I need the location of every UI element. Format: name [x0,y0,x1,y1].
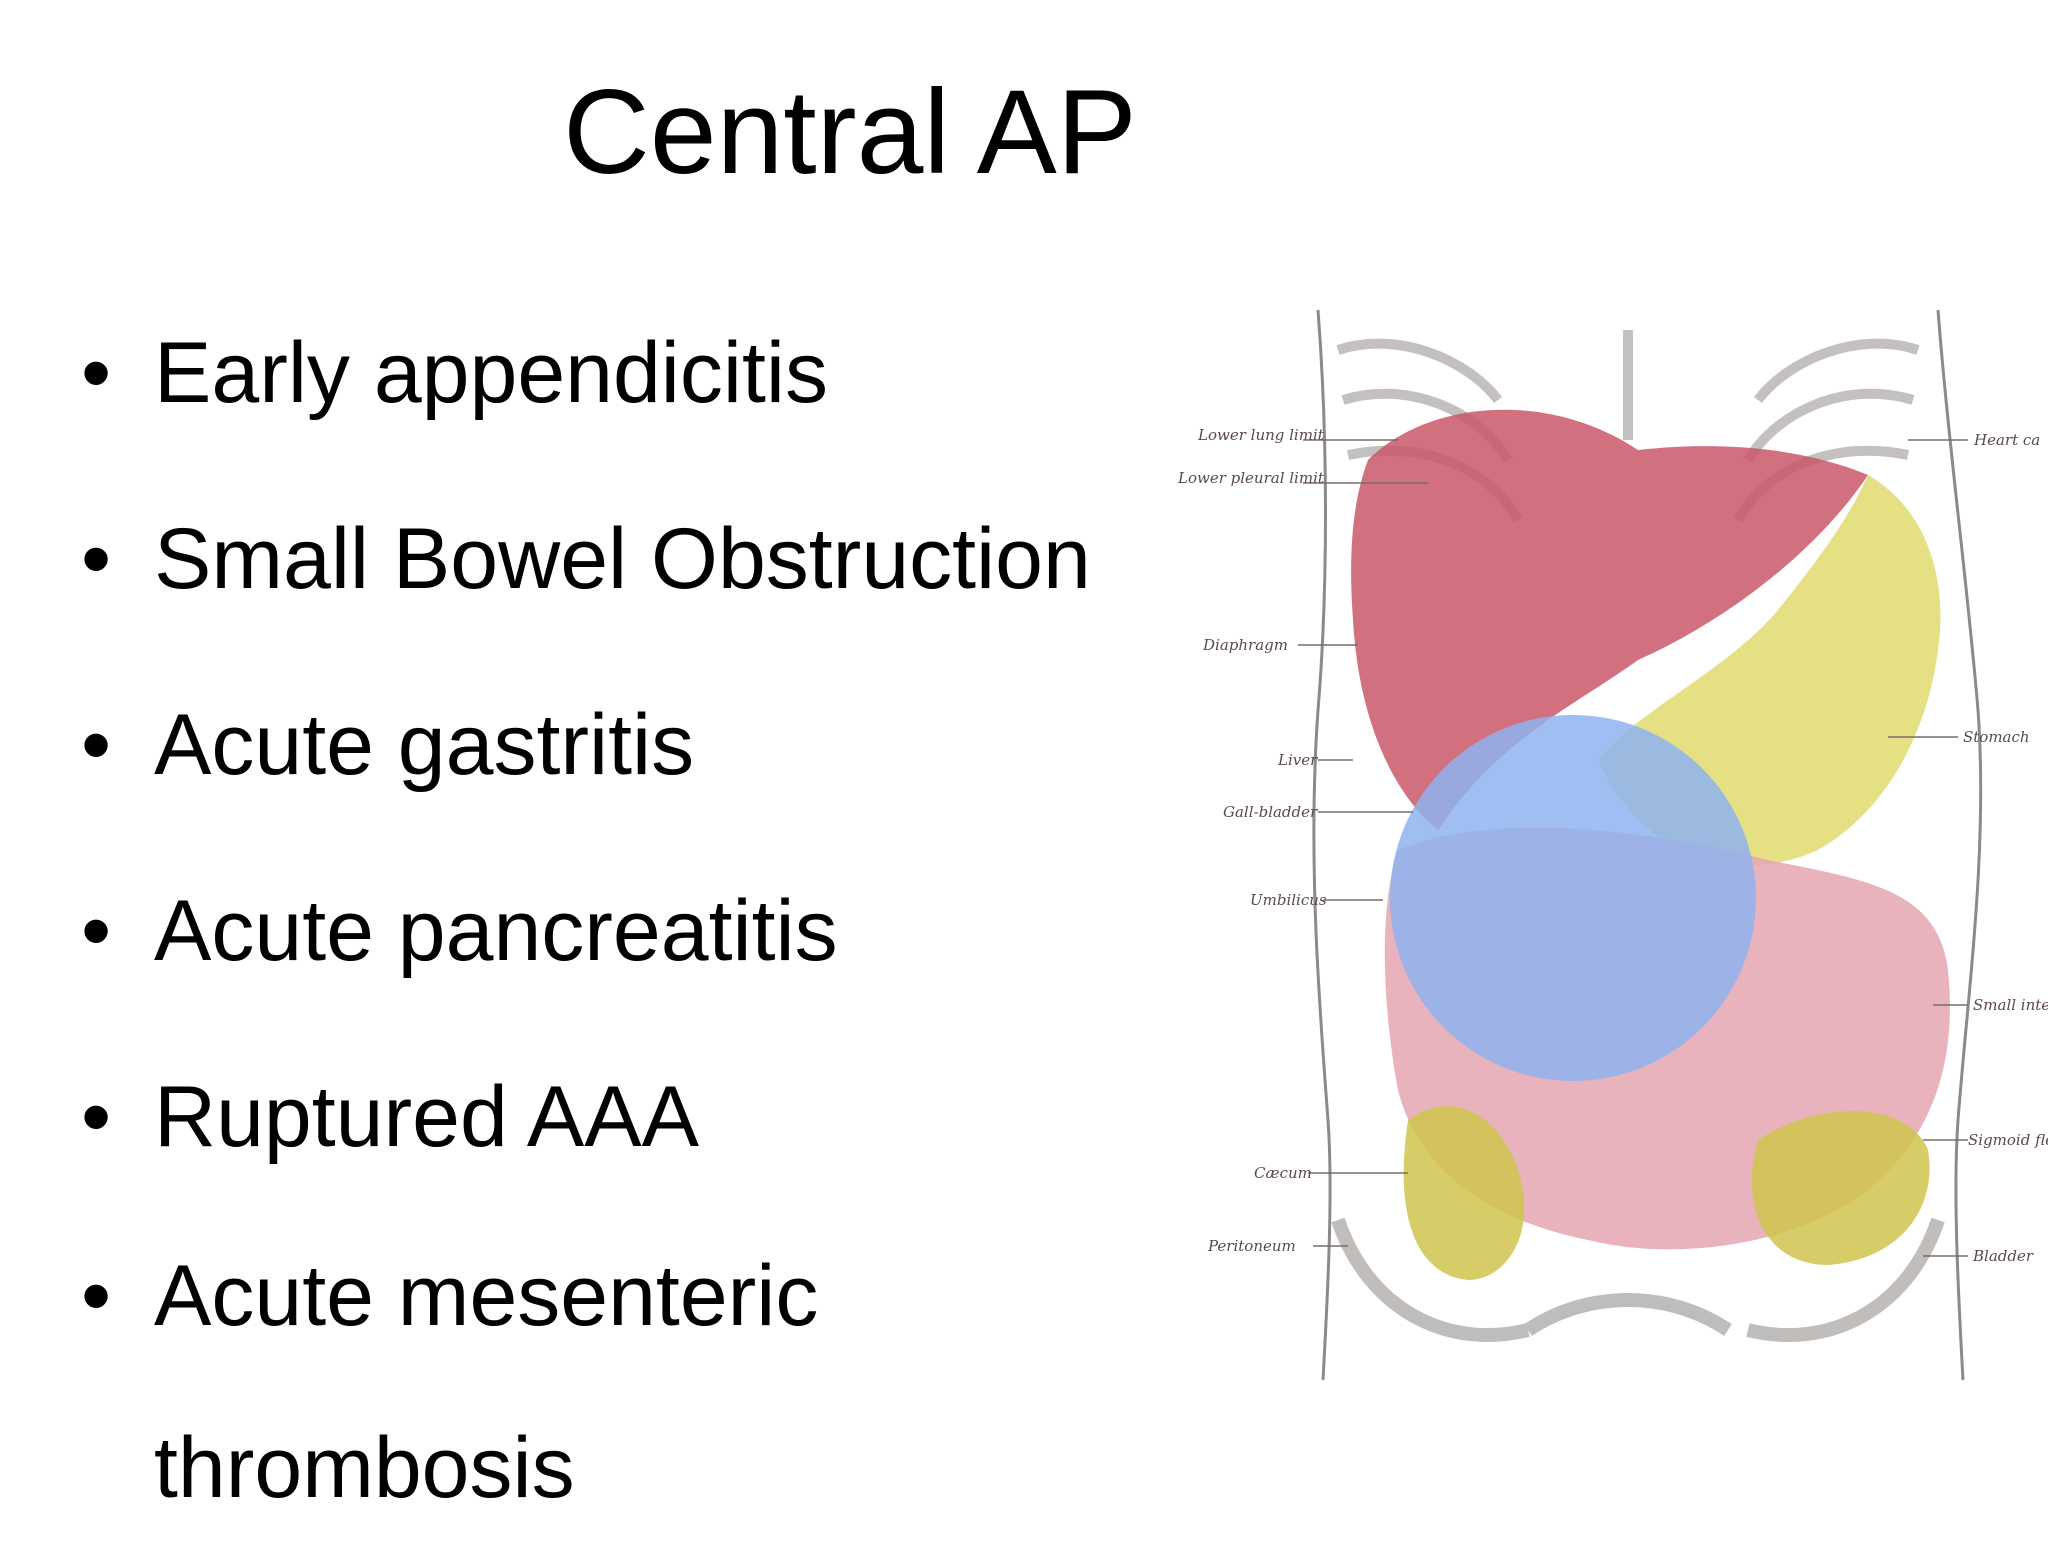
label-bladder: Bladder [1972,1247,2034,1265]
bullet-text: Ruptured AAA [154,1069,700,1165]
label-lower-lung-limit: Lower lung limit [1197,426,1325,444]
label-small-intestine: Small inte [1973,996,2048,1014]
bullet-text: Early appendicitis [154,325,829,421]
bullet-dot: • [80,883,112,979]
label-gall-bladder: Gall-bladder [1223,803,1318,821]
slide-title: Central AP [563,65,1137,199]
ascending-colon [1403,1106,1525,1280]
bullet-list: • Early appendicitis • Small Bowel Obstr… [76,280,1176,1554]
bullet-dot: • [80,1069,112,1165]
anatomy-illustration: Lower lung limit Lower pleural limit Dia… [1177,309,2048,1381]
bullet-dot: • [80,511,112,607]
bullet-text: Acute mesenteric thrombosis [154,1248,819,1516]
label-lower-pleural-limit: Lower pleural limit [1177,469,1325,487]
bullet-text: Small Bowel Obstruction [154,511,1091,607]
central-region-highlight [1390,715,1756,1081]
label-sigmoid-flexure: Sigmoid flexure [1968,1131,2048,1149]
label-umbilicus: Umbilicus [1250,891,1327,909]
bullet-dot: • [80,1248,112,1344]
bullet-item: • Acute pancreatitis [76,838,1176,1024]
bullet-item: • Early appendicitis [76,280,1176,466]
label-peritoneum: Peritoneum [1207,1237,1296,1255]
bullet-item: • Acute gastritis [76,652,1176,838]
label-liver: Liver [1277,751,1318,769]
bullet-text: Acute pancreatitis [154,883,838,979]
label-heart: Heart ca [1973,431,2040,449]
bullet-item: • Acute mesenteric thrombosis [76,1210,914,1554]
bullet-dot: • [80,325,112,421]
bullet-dot: • [80,697,112,793]
bullet-item: • Ruptured AAA [76,1024,1176,1210]
pelvis [1331,1217,1945,1343]
sigmoid-colon [1751,1111,1930,1265]
torso-outline [1312,309,1983,1381]
label-leaders [1298,439,1968,1257]
bullet-item: • Small Bowel Obstruction [76,466,1176,652]
abdominal-anatomy-figure: Lower lung limit Lower pleural limit Dia… [1168,290,2048,1410]
liver [1351,409,1868,830]
bullet-text: Acute gastritis [154,697,695,793]
label-diaphragm: Diaphragm [1202,636,1288,654]
label-stomach: Stomach [1963,728,2030,746]
label-caecum: Cæcum [1254,1164,1312,1182]
